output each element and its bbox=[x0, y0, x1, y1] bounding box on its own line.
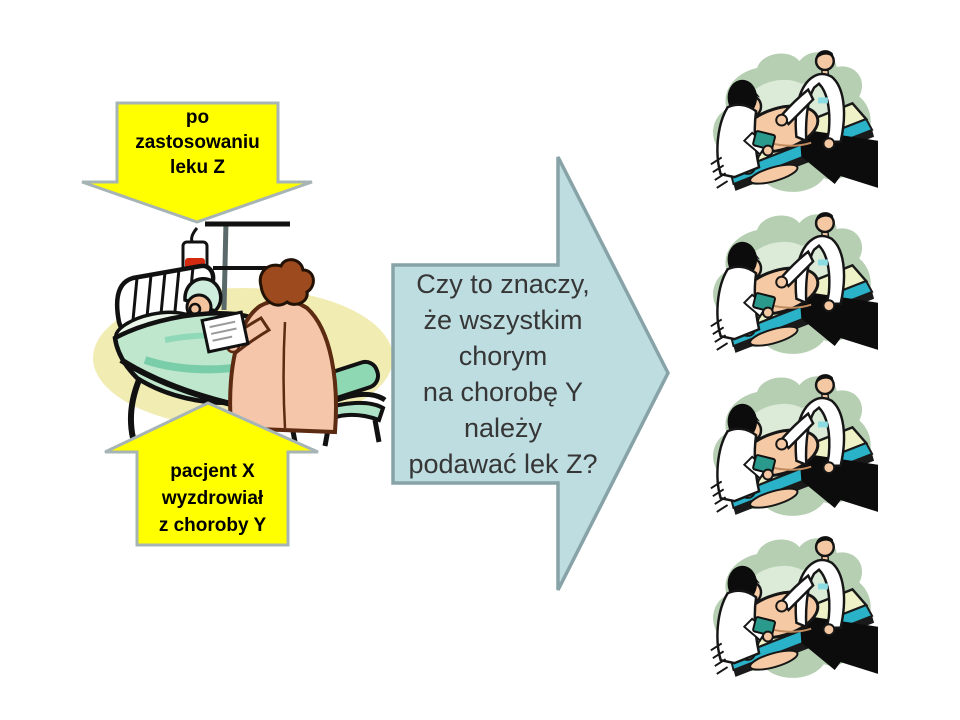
doctor-examining-patient-clipart-icon bbox=[703, 207, 878, 367]
patient-in-bed-illustration bbox=[85, 210, 400, 455]
question-line: należy bbox=[463, 413, 543, 443]
question-line: Czy to znaczy, bbox=[416, 269, 590, 299]
bottom-arrow-line: z choroby Y bbox=[158, 515, 267, 536]
question-line: na chorobę Y bbox=[422, 377, 584, 407]
top-arrow-line: leku Z bbox=[170, 157, 225, 178]
doctor-examining-patient-illustration bbox=[703, 369, 878, 529]
right-arrow-question: Czy to znaczy, że wszystkim chorym na ch… bbox=[388, 150, 678, 598]
question-line: że wszystkim bbox=[423, 305, 583, 335]
doctor-examining-patient-clipart-icon bbox=[703, 531, 878, 691]
doctor-examining-patient-clipart-icon bbox=[703, 45, 878, 205]
doctor-examining-patient-illustration bbox=[703, 531, 878, 691]
bottom-arrow-line: wyzdrowiał bbox=[161, 488, 264, 509]
chart-paper-icon bbox=[200, 310, 250, 354]
down-arrow-callout: po zastosowaniu leku Z bbox=[78, 98, 318, 228]
top-arrow-line: zastosowaniu bbox=[135, 132, 260, 153]
doctor-examining-patient-illustration bbox=[703, 45, 878, 205]
question-line: chorym bbox=[458, 341, 548, 371]
up-arrow-callout: pacjent X wyzdrowiał z choroby Y bbox=[100, 398, 325, 550]
top-arrow-line: po bbox=[185, 107, 210, 128]
doctor-examining-patient-illustration bbox=[703, 207, 878, 367]
up-arrow-shape bbox=[104, 401, 319, 547]
right-arrow-shape bbox=[391, 156, 670, 591]
exam-scenes-column bbox=[703, 45, 878, 691]
patient-in-bed-clipart-icon bbox=[93, 221, 393, 447]
doctor-examining-patient-clipart-icon bbox=[703, 369, 878, 529]
down-arrow-shape bbox=[81, 101, 313, 224]
bottom-arrow-line: pacjent X bbox=[170, 461, 255, 482]
question-line: podawać lek Z? bbox=[408, 449, 598, 479]
